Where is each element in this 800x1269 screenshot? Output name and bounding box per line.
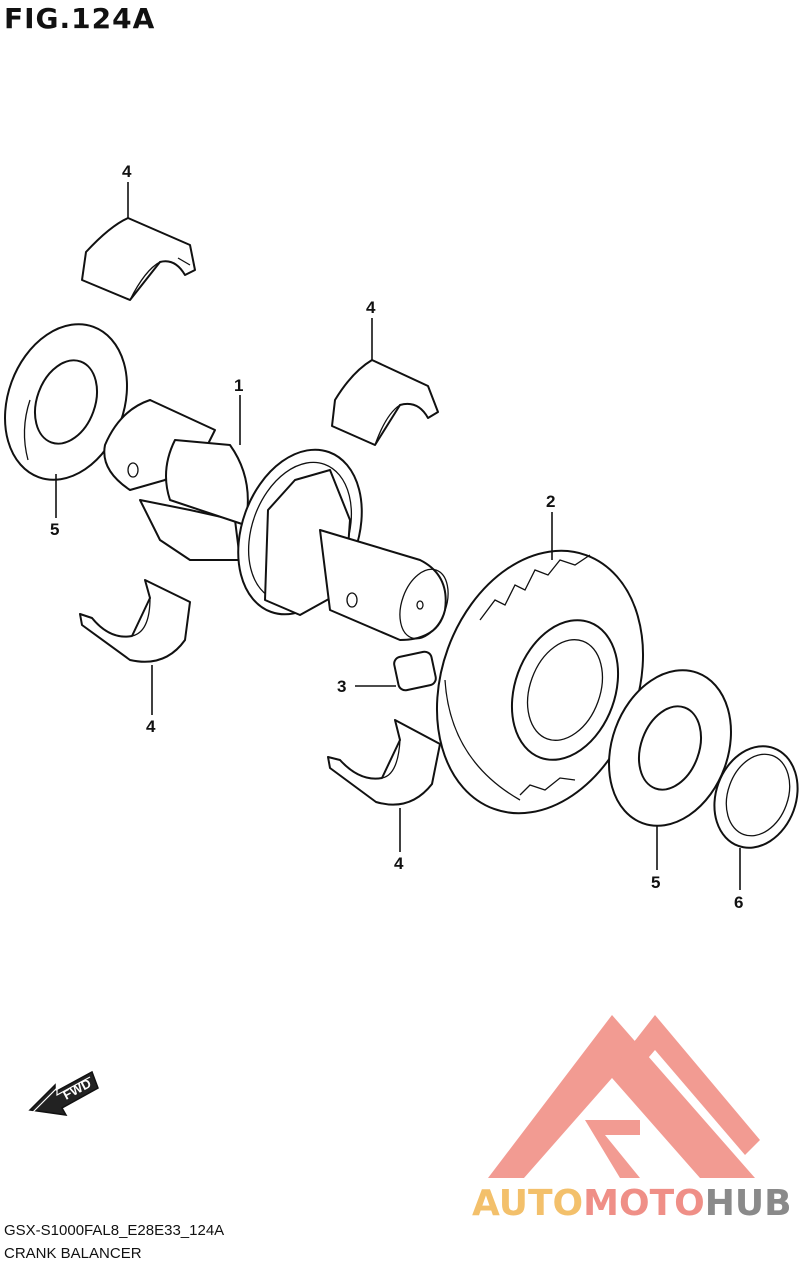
woodruff-key[interactable] xyxy=(393,650,437,692)
bearing-shell-upper-mid[interactable] xyxy=(331,359,439,446)
figure-title: FIG.124A xyxy=(4,2,156,35)
bearing-shell-lower-left[interactable] xyxy=(79,579,191,663)
balancer-shaft[interactable] xyxy=(103,399,457,645)
end-cap[interactable] xyxy=(701,734,800,859)
section-name: CRANK BALANCER xyxy=(4,1245,142,1262)
fwd-arrow-icon: FWD xyxy=(28,1070,99,1116)
automotohub-wordmark: AUTOMOTOHUB xyxy=(472,1183,792,1224)
callout-part-4-upper-mid: 4 xyxy=(366,298,376,317)
bearing-shell-bottom[interactable] xyxy=(327,719,441,806)
callout-part-5-right: 5 xyxy=(651,873,660,892)
wordmark-auto: AUTO xyxy=(472,1183,584,1224)
callout-part-4-bottom: 4 xyxy=(394,854,404,873)
thrust-washer-right[interactable] xyxy=(588,653,752,843)
callout-part-3: 3 xyxy=(337,677,346,696)
balancer-driven-gear[interactable] xyxy=(402,522,679,843)
bearing-shell-top[interactable] xyxy=(81,217,196,301)
callout-part-1: 1 xyxy=(234,376,243,395)
callout-part-6: 6 xyxy=(734,893,743,912)
wordmark-hub: HUB xyxy=(704,1183,792,1224)
callout-part-4-left-low: 4 xyxy=(146,717,156,736)
callout-part-5-left: 5 xyxy=(50,520,59,539)
wordmark-moto: MOTO xyxy=(583,1183,705,1224)
automotohub-logo-icon xyxy=(488,1015,760,1178)
callout-part-4-top: 4 xyxy=(122,162,132,181)
model-code: GSX-S1000FAL8_E28E33_124A xyxy=(4,1222,225,1239)
callout-part-2: 2 xyxy=(546,492,555,511)
